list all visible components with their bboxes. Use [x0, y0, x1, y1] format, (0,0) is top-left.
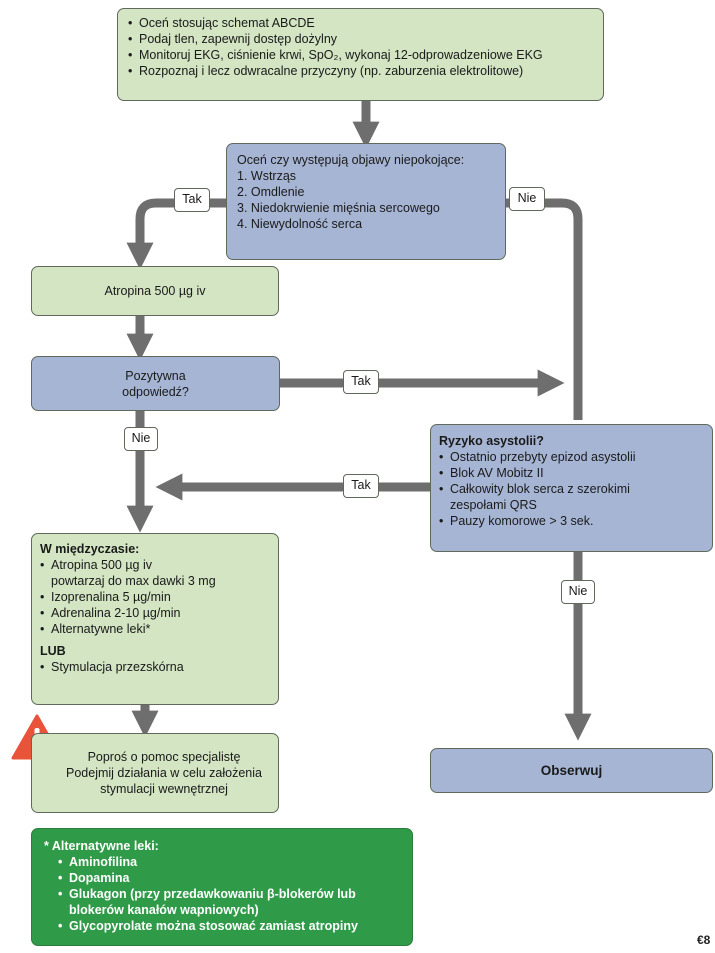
- response-box: Pozytywna odpowiedź?: [31, 356, 280, 411]
- arrow-signs-yes: [126, 198, 226, 270]
- assess-box: Oceń stosując schemat ABCDE Podaj tlen, …: [117, 8, 604, 101]
- warning-sign-item: 2. Omdlenie: [237, 185, 305, 199]
- specialist-line: Poproś o pomoc specjalistę: [87, 750, 241, 764]
- edge-label-yes-left: Tak: [174, 188, 210, 212]
- assess-item: Monitoruj EKG, ciśnienie krwi, SpO₂, wyk…: [128, 47, 593, 63]
- alt-drug-item: Aminofilina: [58, 854, 400, 870]
- alt-drug-item: Glycopyrolate można stosować zamiast atr…: [58, 918, 400, 934]
- atropine-text: Atropina 500 µg iv: [104, 284, 206, 298]
- warning-sign-item: 1. Wstrząs: [237, 169, 297, 183]
- asystole-risk-item: Pauzy komorowe > 3 sek.: [439, 513, 704, 529]
- warning-signs-box: Oceń czy występują objawy niepokojące: 1…: [226, 143, 506, 260]
- edge-label-no-down-left: Nie: [124, 427, 158, 451]
- observe-box: Obserwuj: [430, 748, 713, 793]
- observe-text: Obserwuj: [540, 762, 603, 778]
- specialist-box: Poproś o pomoc specjalistę Podejmij dzia…: [31, 733, 279, 813]
- alt-drug-item: Dopamina: [58, 870, 400, 886]
- interim-item: Alternatywne leki*: [40, 621, 270, 637]
- specialist-line: Podejmij działania w celu założenia: [66, 766, 262, 780]
- edge-label-no-right: Nie: [509, 187, 545, 211]
- asystole-risk-item: Całkowity blok serca z szerokimi zespoła…: [439, 481, 704, 513]
- assess-item: Rozpoznaj i lecz odwracalne przyczyny (n…: [128, 63, 593, 79]
- interim-item: Izoprenalina 5 µg/min: [40, 589, 270, 605]
- interim-alt-item: Stymulacja przezskórna: [40, 659, 270, 675]
- interim-box: W międzyczasie: Atropina 500 µg iv powta…: [31, 533, 279, 705]
- edge-label-no-down-right: Nie: [561, 580, 595, 604]
- asystole-risk-item: Blok AV Mobitz II: [439, 465, 704, 481]
- assess-item: Podaj tlen, zapewnij dostęp dożylny: [128, 31, 593, 47]
- arrow-signs-no: [506, 198, 583, 420]
- warning-sign-item: 3. Niedokrwienie mięśnia sercowego: [237, 201, 440, 215]
- asystole-risk-box: Ryzyko asystolii? Ostatnio przebyty epiz…: [430, 424, 713, 552]
- interim-title: W międzyczasie:: [40, 542, 140, 556]
- alt-drugs-title: * Alternatywne leki:: [44, 839, 159, 853]
- alt-drug-item: Glukagon (przy przedawkowaniu β-blokerów…: [58, 886, 400, 918]
- atropine-box: Atropina 500 µg iv: [31, 266, 279, 316]
- specialist-line: stymulacji wewnętrznej: [100, 782, 228, 796]
- response-line: Pozytywna: [125, 368, 186, 383]
- interim-or-label: LUB: [40, 644, 66, 658]
- response-line: odpowiedź?: [122, 384, 189, 399]
- corner-mark: €8: [697, 933, 711, 947]
- edge-label-yes-asystole: Tak: [343, 474, 379, 498]
- warning-signs-title: Oceń czy występują objawy niepokojące:: [237, 153, 465, 167]
- edge-label-yes-middle: Tak: [343, 370, 379, 394]
- asystole-risk-title: Ryzyko asystolii?: [439, 434, 544, 448]
- assess-item: Oceń stosując schemat ABCDE: [128, 15, 593, 31]
- alt-drugs-box: * Alternatywne leki: Aminofilina Dopamin…: [31, 828, 413, 946]
- warning-sign-item: 4. Niewydolność serca: [237, 217, 363, 231]
- asystole-risk-item: Ostatnio przebyty epizod asystolii: [439, 449, 704, 465]
- interim-item: Atropina 500 µg iv powtarzaj do max dawk…: [40, 557, 270, 589]
- interim-item: Adrenalina 2-10 µg/min: [40, 605, 270, 621]
